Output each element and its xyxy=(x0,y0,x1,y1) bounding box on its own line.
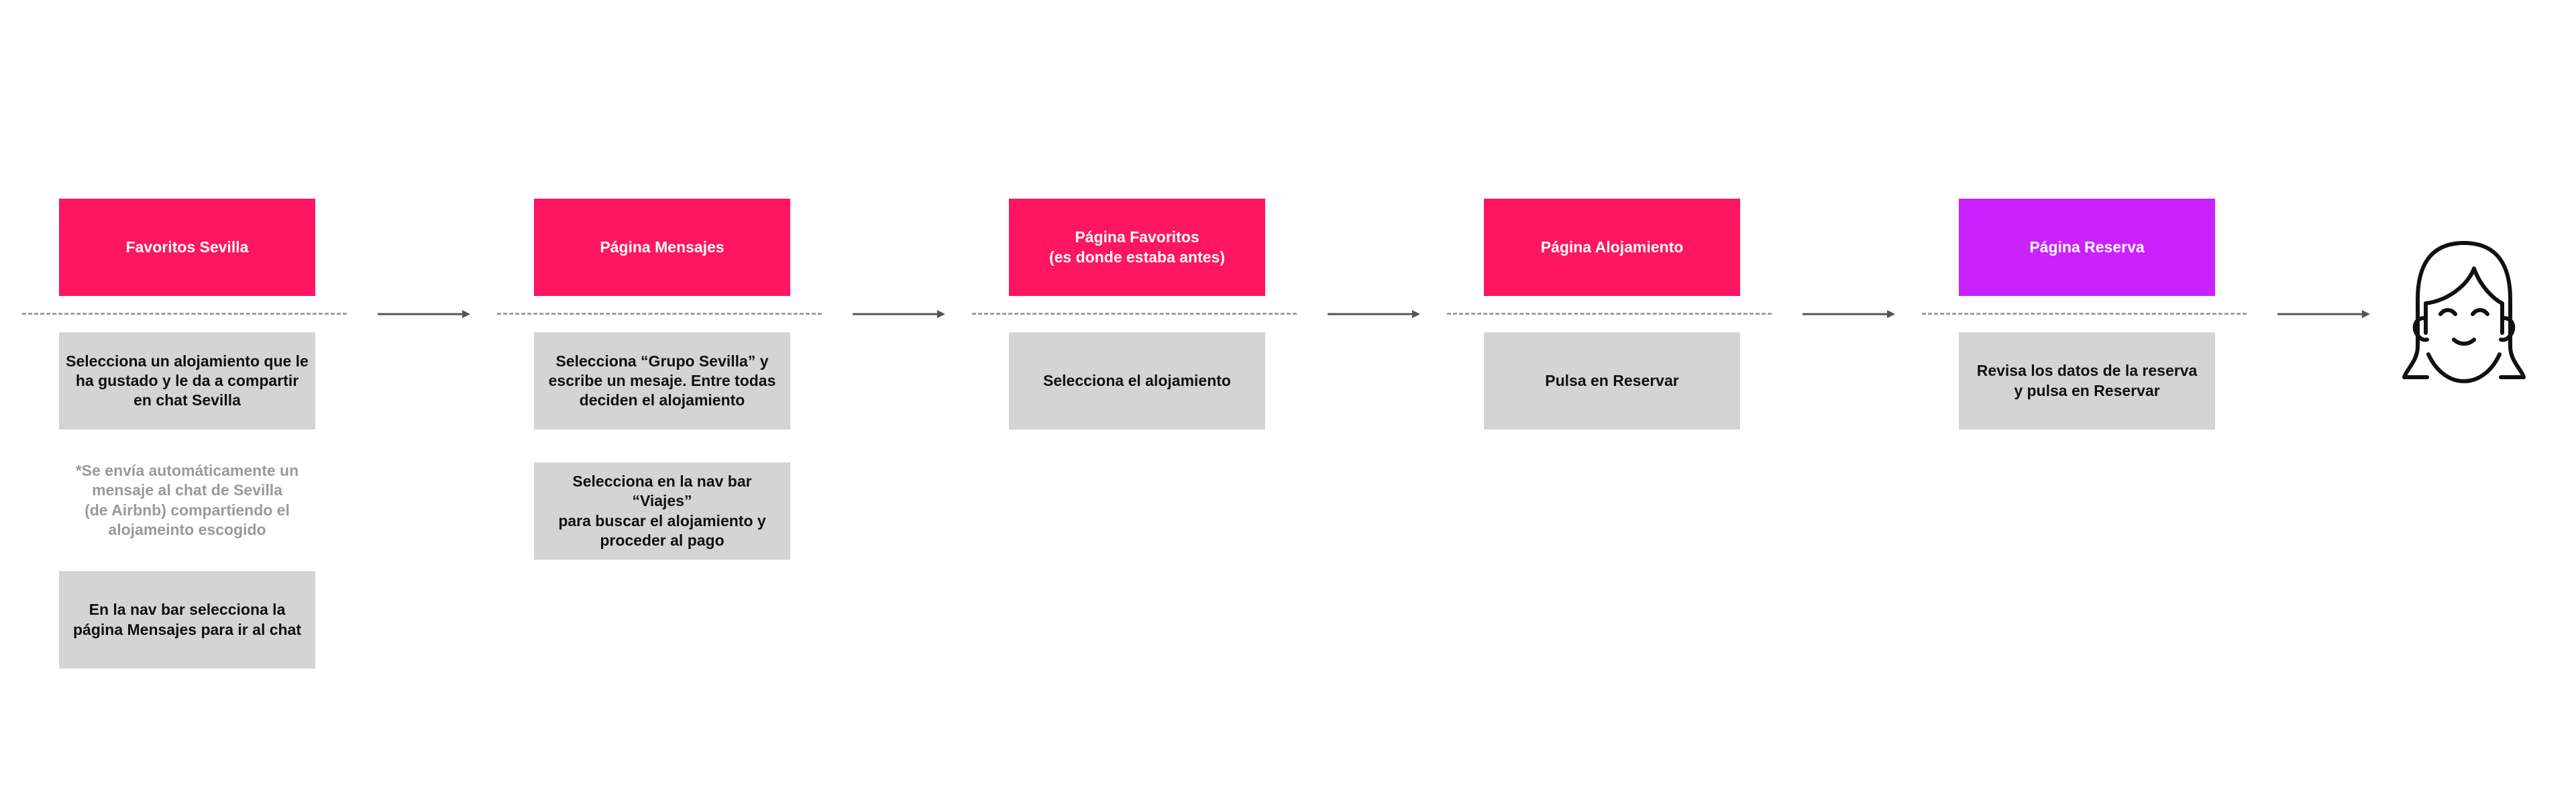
woman-face-icon xyxy=(2402,241,2526,383)
timeline-segment-5 xyxy=(1922,313,2247,315)
arrow-right-icon xyxy=(2277,310,2370,318)
stage-3-step-1: Selecciona el alojamiento xyxy=(1009,332,1265,430)
stage-1-header: Favoritos Sevilla xyxy=(59,199,315,296)
arrow-right-icon xyxy=(853,310,945,318)
arrow-right-icon xyxy=(1328,310,1420,318)
arrow-right-icon xyxy=(1803,310,1895,318)
timeline-segment-4 xyxy=(1447,313,1772,315)
stage-5-step-1: Revisa los datos de la reserva y pulsa e… xyxy=(1959,332,2215,430)
timeline-segment-1 xyxy=(22,313,347,315)
stage-2-header: Página Mensajes xyxy=(534,199,790,296)
stage-4-step-1: Pulsa en Reservar xyxy=(1484,332,1740,430)
timeline-segment-3 xyxy=(972,313,1297,315)
stage-1-step-1: Selecciona un alojamiento que le ha gust… xyxy=(59,332,315,430)
stage-2-step-2: Selecciona en la nav bar “Viajes” para b… xyxy=(534,462,790,560)
stage-2-step-1: Selecciona “Grupo Sevilla” y escribe un … xyxy=(534,332,790,430)
arrow-right-icon xyxy=(378,310,470,318)
stage-3-header: Página Favoritos (es donde estaba antes) xyxy=(1009,199,1265,296)
timeline-segment-2 xyxy=(497,313,822,315)
stage-4-header: Página Alojamiento xyxy=(1484,199,1740,296)
stage-1-step-2: En la nav bar selecciona la página Mensa… xyxy=(59,571,315,668)
stage-5-header: Página Reserva xyxy=(1959,199,2215,296)
stage-1-note: *Se envía automáticamente un mensaje al … xyxy=(75,462,299,538)
